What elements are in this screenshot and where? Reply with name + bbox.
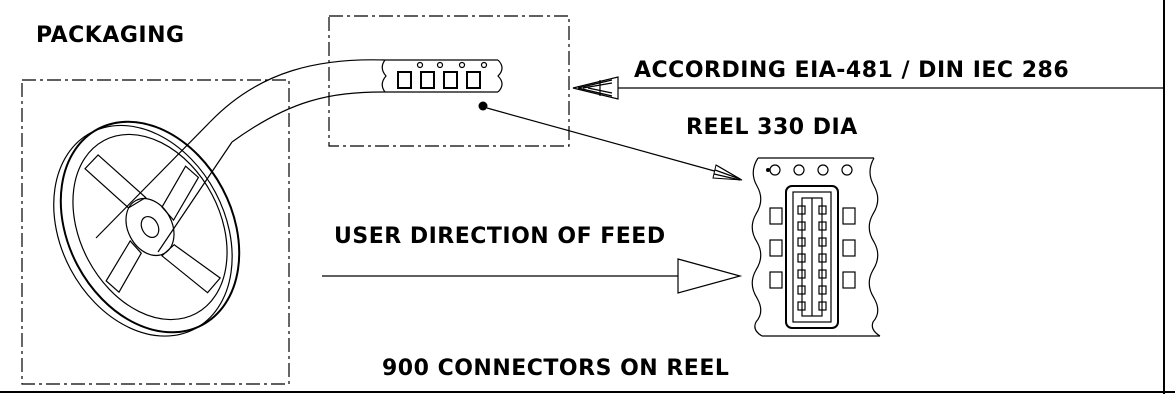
- tape-pocket: [397, 71, 412, 89]
- standard-label: ACCORDING EIA-481 / DIN IEC 286: [634, 58, 1069, 83]
- reel-illustration: [53, 120, 241, 337]
- tape-pocket: [420, 71, 435, 89]
- reel-spoke: [161, 165, 200, 222]
- tape-pocket: [443, 71, 458, 89]
- reel-hub: [125, 197, 175, 257]
- sprocket-hole: [769, 164, 781, 176]
- reel-detail-boundary: [21, 79, 290, 385]
- sprocket-hole: [436, 61, 444, 69]
- reel-spoke: [160, 243, 222, 294]
- feed-direction-arrow: [322, 258, 743, 294]
- tape-detail-boundary: [328, 15, 570, 147]
- reel-size-label: REEL 330 DIA: [686, 115, 858, 140]
- sprocket-hole: [841, 164, 853, 176]
- detail-callout-dot: [478, 101, 488, 111]
- detail-leader-arrow: [486, 107, 743, 181]
- reel-spindle-hole: [140, 215, 160, 239]
- feed-direction-label: USER DIRECTION OF FEED: [334, 224, 666, 249]
- reel-spoke: [84, 154, 147, 209]
- connector-pocket: [785, 185, 839, 329]
- reel-spoke: [105, 239, 142, 294]
- reel-inner-rim: [72, 133, 228, 321]
- tape-ribbon: [95, 59, 386, 253]
- sprocket-hole: [817, 164, 829, 176]
- quantity-label: 900 CONNECTORS ON REEL: [382, 356, 729, 381]
- title-packaging: PACKAGING: [36, 23, 185, 48]
- standard-arrow: [572, 76, 1164, 100]
- sprocket-hole: [480, 61, 488, 69]
- sprocket-hole: [416, 61, 424, 69]
- connector-component: [797, 197, 827, 317]
- sprocket-hole: [458, 61, 466, 69]
- enlarged-tape-section: [751, 157, 881, 337]
- sprocket-hole: [793, 164, 805, 176]
- carrier-tape-detail: [381, 59, 503, 111]
- tape-pocket: [466, 71, 481, 89]
